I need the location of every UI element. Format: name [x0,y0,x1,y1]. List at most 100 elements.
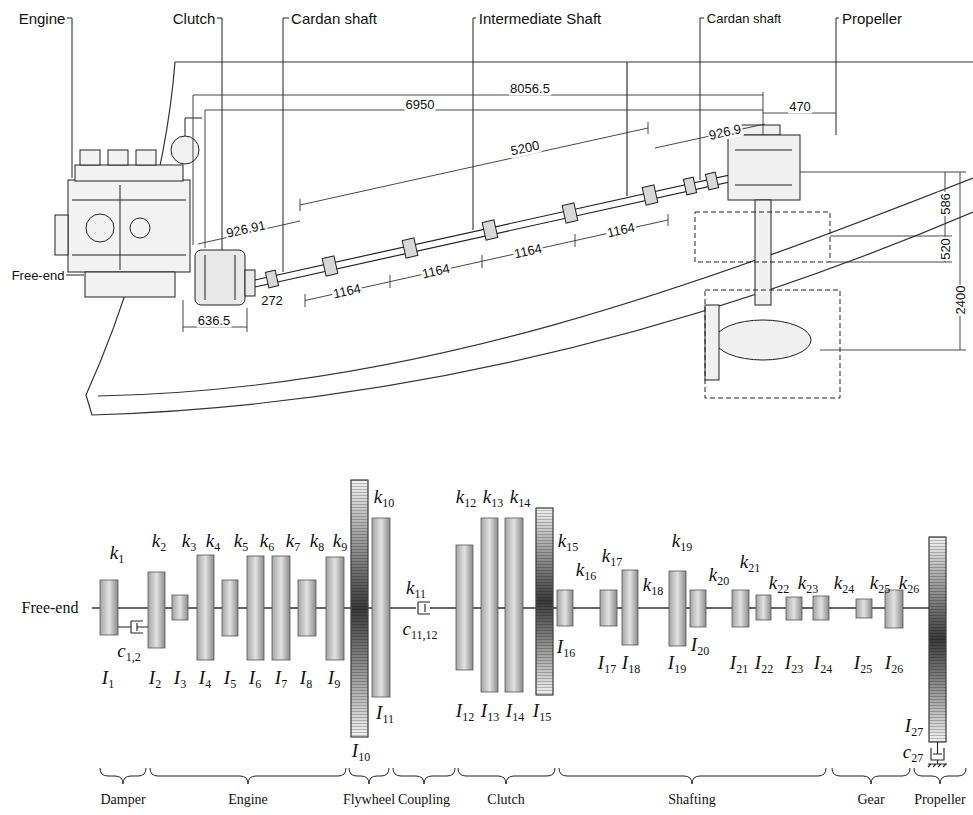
parameter-symbol: k7 [286,530,300,553]
symbol-letter: k [510,486,518,507]
symbol-letter: I [730,652,736,673]
symbol-letter: k [286,530,294,551]
symbol-index: 1 [108,677,114,691]
inertia-disk [756,595,771,620]
dimension-value: 1164 [512,240,545,261]
shaft-coupling [705,172,718,190]
symbol-index: 11 [382,712,394,726]
shaft-coupling [265,172,718,288]
leader-line [67,18,72,178]
symbol-letter: k [206,530,214,551]
group-brace [150,768,346,784]
dimension-value: 5200 [508,137,541,158]
parameter-symbol: I13 [481,700,499,723]
symbol-letter: k [333,530,341,551]
shaft-coupling [683,177,696,195]
engine-drawing [130,218,150,238]
symbol-letter: k [110,542,118,563]
parameter-symbol: I24 [814,652,832,675]
symbol-index: 14 [512,710,524,724]
shaft-coupling [265,270,278,288]
leader-line [217,18,222,250]
parameter-symbol: k2 [152,530,166,553]
symbol-letter: k [483,486,491,507]
symbol-index: 26 [907,582,919,596]
symbol-index: 7 [281,677,287,691]
engine-drawing [136,150,156,165]
symbol-index: 1 [118,552,124,566]
dimension-line [183,300,247,332]
symbol-index: 17 [610,555,622,569]
large-inertia-disk [536,508,553,695]
parameter-symbol: k10 [374,486,394,509]
parameter-symbol: c27 [903,741,923,764]
parameter-symbol: k17 [602,545,622,568]
parameter-symbol: I9 [328,667,340,690]
dimension-line [193,95,194,245]
symbol-letter: I [905,715,911,736]
inertia-disk [481,518,498,692]
dimension-value: 1164 [331,280,364,301]
dimension-line [763,92,764,135]
symbol-index: 3 [180,677,186,691]
dimension-line [205,110,206,248]
symbol-index: 2 [155,677,161,691]
symbol-letter: I [533,700,539,721]
parameter-symbol: I21 [730,652,748,675]
symbol-index: 4 [205,677,211,691]
symbol-index: 8 [318,540,324,554]
symbol-index: 21 [748,561,760,575]
symbol-letter: I [224,667,230,688]
end-label: Free-end [22,599,79,617]
large-inertia-disk [351,480,946,742]
group-label: Propeller [914,792,965,808]
inertia-disk [622,570,638,645]
engine-drawing [185,118,202,136]
dimension-line [300,128,648,205]
symbol-index: 20 [717,574,729,588]
shaft-coupling [482,220,498,240]
dimension-line [305,214,668,307]
shaft-coupling [265,270,278,288]
damper-symbol [418,602,430,614]
symbol-index: 26 [891,662,903,676]
symbol-letter: I [300,667,306,688]
symbol-index: 4 [214,540,220,554]
symbol-letter: k [152,530,160,551]
leader-line [283,18,289,272]
symbol-index: 5 [242,540,248,554]
dimension-line [193,95,763,96]
parameter-symbol: k18 [643,574,663,597]
symbol-index: 27 [911,751,923,765]
propeller-drawing [695,212,830,262]
group-label: Flywheel [343,792,395,808]
symbol-letter: I [598,652,604,673]
parameter-symbol: k3 [182,530,196,553]
inertia-disk [557,590,573,626]
symbol-letter: I [668,652,674,673]
symbol-letter: k [769,572,777,593]
symbol-letter: I [199,667,205,688]
group-brace [458,768,555,784]
callout-label: Cardan shaft [291,10,377,27]
parameter-symbol: I3 [174,667,186,690]
inertia-disk [372,518,390,697]
symbol-letter: I [814,652,820,673]
shaft-coupling [402,238,418,258]
symbol-letter: k [558,530,566,551]
symbol-index: 14 [518,496,530,510]
symbol-letter: k [834,572,842,593]
shaft-coupling [482,220,498,240]
parameter-symbol: k5 [234,530,248,553]
group-brace [393,768,455,784]
parameter-symbol: k14 [510,486,530,509]
damper-symbol [928,742,947,767]
parameter-symbol: k20 [709,564,729,587]
shaft-coupling [322,256,338,276]
parameter-symbol: I11 [376,702,394,725]
inertia-disk [669,571,686,646]
symbol-letter: k [870,572,878,593]
parameter-symbol: c11,12 [403,618,438,641]
parameter-symbol: c1,2 [117,640,140,663]
parameter-symbol: k8 [310,530,324,553]
